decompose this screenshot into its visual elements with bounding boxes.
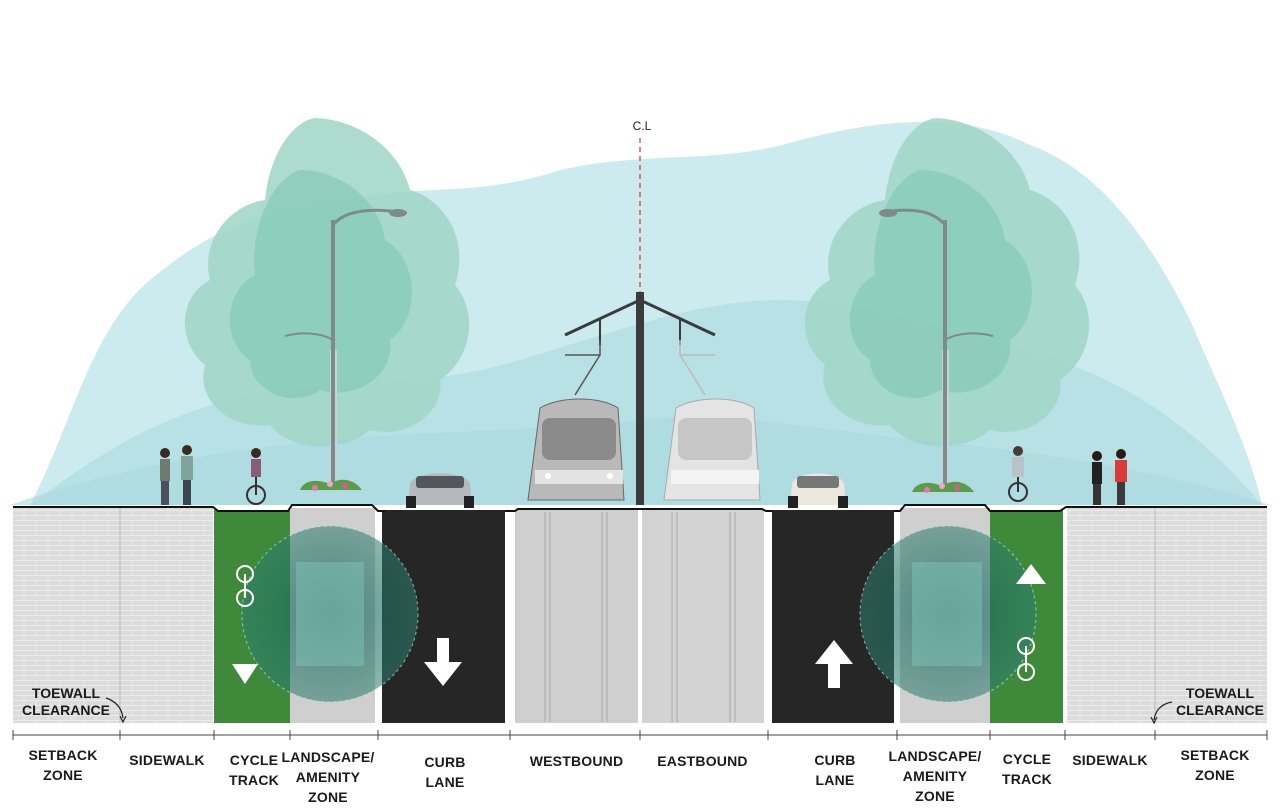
zone-label-cycle-left: CYCLE TRACK <box>229 752 279 788</box>
toewall-left-leader-icon <box>105 697 124 719</box>
toewall-right-leader-icon <box>1153 701 1173 721</box>
zone-label-sidewalk-right: SIDEWALK <box>1072 752 1148 768</box>
toewall-clearance-left: TOEWALL CLEARANCE <box>22 685 110 718</box>
eastbound-lane <box>642 510 764 723</box>
tree-plan-overlay-right <box>859 525 1037 703</box>
zone-label-cycle-right: CYCLE TRACK <box>1002 751 1052 787</box>
cycle-left-arrow-down-icon <box>232 664 258 684</box>
streetcar-eastbound <box>663 398 761 501</box>
zone-label-setback-right: SETBACK ZONE <box>1180 747 1250 783</box>
tree-plan-overlay-left <box>241 525 419 703</box>
dimension-line <box>12 730 1268 740</box>
setback-block-left <box>13 508 213 723</box>
westbound-lane <box>515 510 638 723</box>
cyclist-left <box>246 448 266 505</box>
setback-block-right <box>1067 508 1267 723</box>
street-tree-right <box>804 118 1090 493</box>
cycle-right-arrow-up-icon <box>1016 564 1046 584</box>
car-left <box>406 473 474 508</box>
cyclist-right <box>1008 446 1028 502</box>
section-blocks <box>13 504 1267 723</box>
centerline-label: C.L <box>632 119 652 133</box>
zone-label-landscape-left: LANDSCAPE/ AMENITY ZONE <box>281 749 375 805</box>
pedestrians-left <box>160 445 193 505</box>
bicycle-marking-right-icon <box>1017 637 1035 681</box>
streetcar-westbound <box>527 398 625 501</box>
zone-label-curb-right: CURB LANE <box>814 752 856 788</box>
zone-label-eastbound: EASTBOUND <box>657 753 748 769</box>
zone-label-setback-left: SETBACK ZONE <box>28 747 98 783</box>
zone-label-sidewalk-left: SIDEWALK <box>129 752 205 768</box>
zone-label-westbound: WESTBOUND <box>529 753 624 769</box>
zone-label-curb-left: CURB LANE <box>424 754 466 790</box>
curb-lane-left-arrow-down-icon <box>424 638 462 686</box>
pedestrians-right <box>1092 449 1127 505</box>
curb-lane-right-arrow-up-icon <box>815 640 853 688</box>
overhead-catenary-pole <box>564 292 716 505</box>
street-tree-left <box>184 118 470 491</box>
bicycle-marking-left-icon <box>236 565 254 607</box>
toewall-clearance-right: TOEWALL CLEARANCE <box>1176 685 1264 718</box>
zone-label-landscape-right: LANDSCAPE/ AMENITY ZONE <box>888 748 982 804</box>
car-right <box>788 473 848 508</box>
